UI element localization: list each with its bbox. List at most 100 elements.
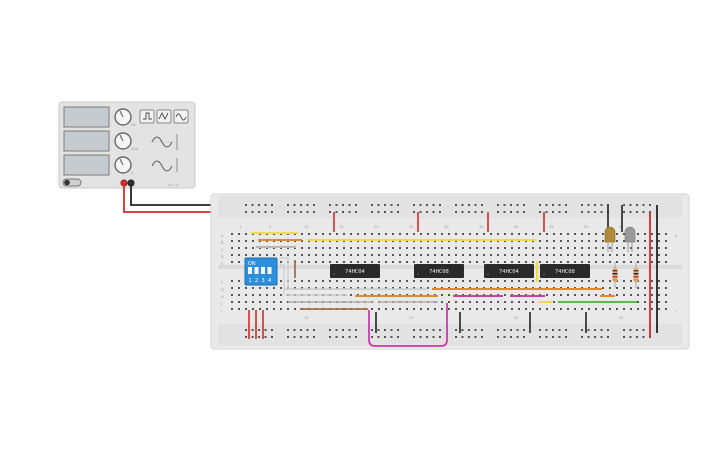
breadboard-hole[interactable] (238, 308, 240, 310)
breadboard-hole[interactable] (581, 294, 583, 296)
breadboard-hole[interactable] (630, 254, 632, 256)
breadboard-hole[interactable] (532, 308, 534, 310)
breadboard-hole[interactable] (348, 211, 351, 213)
breadboard-hole[interactable] (476, 261, 478, 263)
breadboard-hole[interactable] (497, 261, 499, 263)
breadboard-hole[interactable] (355, 336, 357, 338)
breadboard-hole[interactable] (476, 280, 478, 282)
breadboard-hole[interactable] (329, 329, 331, 331)
breadboard-hole[interactable] (532, 233, 534, 235)
breadboard-hole[interactable] (651, 233, 653, 235)
breadboard-hole[interactable] (553, 294, 555, 296)
breadboard-hole[interactable] (245, 254, 247, 256)
breadboard-hole[interactable] (251, 336, 254, 338)
breadboard-hole[interactable] (329, 287, 331, 289)
breadboard-hole[interactable] (427, 287, 429, 289)
breadboard-hole[interactable] (553, 261, 555, 263)
breadboard-hole[interactable] (280, 308, 282, 310)
breadboard-hole[interactable] (455, 261, 457, 263)
breadboard-hole[interactable] (565, 204, 567, 206)
breadboard-hole[interactable] (329, 204, 331, 206)
breadboard-hole[interactable] (399, 261, 401, 263)
breadboard-hole[interactable] (525, 233, 527, 235)
breadboard-hole[interactable] (658, 261, 660, 263)
breadboard-hole[interactable] (532, 247, 534, 249)
breadboard-hole[interactable] (455, 204, 457, 206)
breadboard-hole[interactable] (637, 240, 639, 242)
breadboard-hole[interactable] (594, 204, 596, 206)
breadboard-hole[interactable] (545, 204, 548, 206)
breadboard-hole[interactable] (560, 240, 562, 242)
breadboard-hole[interactable] (426, 336, 428, 338)
breadboard-hole[interactable] (637, 294, 639, 296)
breadboard-hole[interactable] (364, 254, 366, 256)
breadboard-hole[interactable] (441, 280, 443, 282)
breadboard-hole[interactable] (245, 287, 247, 289)
breadboard-hole[interactable] (581, 329, 583, 331)
breadboard-hole[interactable] (271, 329, 273, 331)
breadboard-hole[interactable] (510, 336, 512, 338)
breadboard-hole[interactable] (567, 294, 569, 296)
breadboard-hole[interactable] (560, 308, 562, 310)
breadboard-hole[interactable] (322, 261, 324, 263)
breadboard-hole[interactable] (441, 294, 443, 296)
breadboard-hole[interactable] (348, 329, 351, 331)
breadboard-hole[interactable] (251, 211, 254, 213)
breadboard-hole[interactable] (293, 211, 296, 213)
breadboard-hole[interactable] (264, 329, 267, 331)
breadboard-hole[interactable] (350, 233, 352, 235)
breadboard-hole[interactable] (581, 247, 583, 249)
breadboard-hole[interactable] (607, 336, 609, 338)
breadboard-hole[interactable] (539, 240, 541, 242)
breadboard-hole[interactable] (343, 233, 345, 235)
breadboard-hole[interactable] (419, 336, 422, 338)
breadboard-hole[interactable] (322, 280, 324, 282)
breadboard-hole[interactable] (623, 294, 625, 296)
breadboard-hole[interactable] (378, 287, 380, 289)
breadboard-hole[interactable] (238, 301, 240, 303)
breadboard-hole[interactable] (609, 261, 611, 263)
breadboard-hole[interactable] (259, 301, 261, 303)
function-generator[interactable]: Hz Vpp V ▭▭ ▭ (58, 101, 196, 189)
breadboard-hole[interactable] (546, 240, 548, 242)
breadboard-hole[interactable] (490, 254, 492, 256)
breadboard-hole[interactable] (371, 308, 373, 310)
breadboard-hole[interactable] (238, 287, 240, 289)
breadboard-hole[interactable] (294, 287, 296, 289)
breadboard-hole[interactable] (594, 336, 596, 338)
breadboard-hole[interactable] (636, 329, 638, 331)
breadboard-hole[interactable] (461, 336, 464, 338)
breadboard-hole[interactable] (553, 254, 555, 256)
breadboard-hole[interactable] (300, 211, 302, 213)
breadboard-hole[interactable] (315, 247, 317, 249)
breadboard-hole[interactable] (665, 308, 667, 310)
breadboard-hole[interactable] (245, 233, 247, 235)
breadboard-hole[interactable] (651, 287, 653, 289)
breadboard-hole[interactable] (594, 329, 596, 331)
breadboard-hole[interactable] (516, 211, 519, 213)
breadboard-hole[interactable] (313, 336, 315, 338)
breadboard-hole[interactable] (595, 280, 597, 282)
breadboard-hole[interactable] (251, 329, 254, 331)
breadboard-hole[interactable] (245, 336, 247, 338)
breadboard-hole[interactable] (644, 287, 646, 289)
breadboard-hole[interactable] (595, 240, 597, 242)
breadboard-hole[interactable] (350, 247, 352, 249)
breadboard-hole[interactable] (441, 308, 443, 310)
breadboard-hole[interactable] (468, 329, 470, 331)
breadboard-hole[interactable] (629, 329, 632, 331)
breadboard-hole[interactable] (665, 301, 667, 303)
breadboard-hole[interactable] (259, 254, 261, 256)
resistor-1[interactable] (612, 262, 618, 288)
breadboard-hole[interactable] (399, 280, 401, 282)
breadboard-hole[interactable] (399, 247, 401, 249)
breadboard-hole[interactable] (581, 308, 583, 310)
breadboard-hole[interactable] (609, 287, 611, 289)
breadboard-hole[interactable] (273, 254, 275, 256)
breadboard-hole[interactable] (448, 254, 450, 256)
breadboard-hole[interactable] (238, 240, 240, 242)
breadboard-hole[interactable] (343, 280, 345, 282)
breadboard-hole[interactable] (420, 261, 422, 263)
breadboard-hole[interactable] (231, 261, 233, 263)
